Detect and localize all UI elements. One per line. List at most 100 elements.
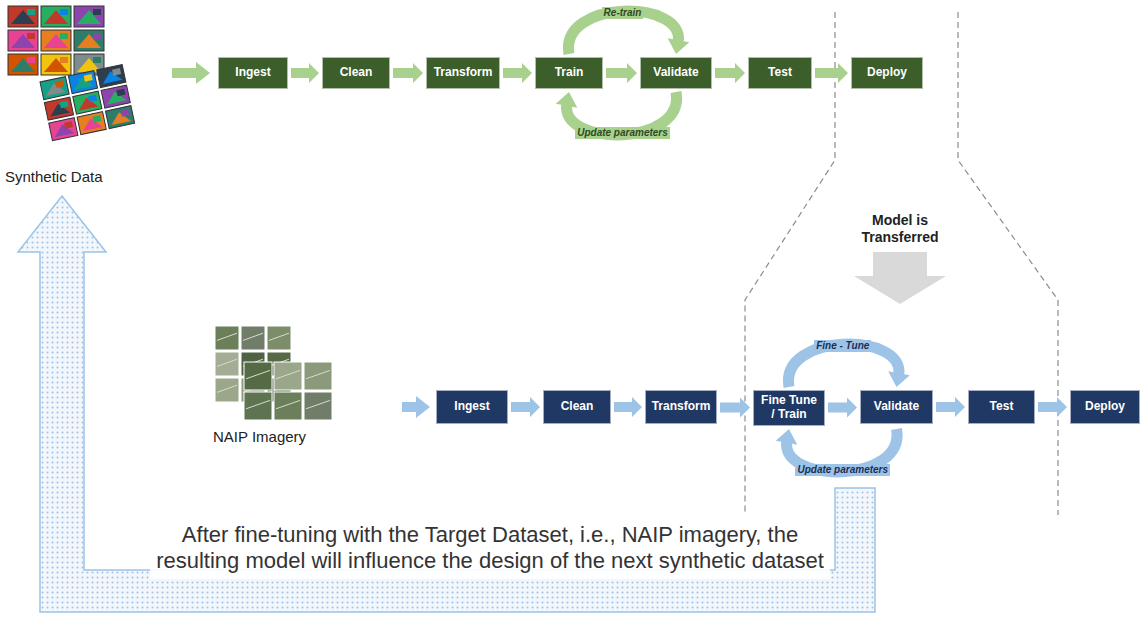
process-box: Clean bbox=[322, 57, 390, 89]
aerial-tile bbox=[215, 352, 239, 376]
aerial-tile bbox=[215, 378, 239, 402]
synthetic-tile bbox=[49, 118, 78, 141]
synthetic-tile bbox=[41, 54, 71, 75]
synthetic-tile bbox=[73, 91, 102, 114]
aerial-road bbox=[276, 400, 300, 408]
synthetic-shape bbox=[48, 102, 70, 117]
flow-arrow bbox=[393, 63, 423, 83]
synthetic-shape bbox=[84, 74, 93, 82]
synthetic-shape bbox=[27, 9, 35, 15]
arrow-head bbox=[668, 38, 690, 54]
aerial-road bbox=[276, 370, 300, 378]
naip-image-mosaic bbox=[215, 326, 332, 420]
aerial-tile bbox=[274, 362, 302, 390]
flow-arrow bbox=[828, 398, 857, 418]
aerial-tile bbox=[304, 392, 332, 420]
synthetic-shape bbox=[60, 9, 68, 15]
synthetic-tile-group bbox=[8, 6, 104, 75]
synthetic-tile bbox=[77, 112, 106, 135]
synthetic-tile bbox=[8, 54, 38, 75]
flow-arrow bbox=[715, 63, 745, 83]
edge-label: Fine - Tune bbox=[814, 340, 871, 352]
note-text: After fine-tuning with the Target Datase… bbox=[150, 518, 830, 579]
flow-arrow bbox=[720, 398, 750, 418]
synthetic-tile bbox=[44, 97, 73, 120]
synthetic-shape bbox=[55, 80, 64, 88]
synthetic-shape bbox=[93, 33, 101, 39]
aerial-road bbox=[246, 370, 270, 378]
aerial-tile bbox=[241, 326, 265, 350]
synthetic-image-mosaic bbox=[8, 6, 135, 141]
flow-arrow bbox=[614, 397, 642, 417]
synthetic-shape bbox=[44, 81, 66, 96]
process-box: Deploy bbox=[1070, 390, 1140, 424]
flow-arrow bbox=[936, 397, 965, 417]
synthetic-shape bbox=[100, 69, 122, 84]
box-label: Ingest bbox=[454, 400, 489, 414]
input-arrow bbox=[172, 62, 210, 84]
flow-arrow bbox=[815, 63, 848, 83]
synthetic-shape bbox=[64, 121, 73, 129]
arrow-head bbox=[556, 92, 578, 108]
flow-arrow bbox=[511, 397, 540, 417]
flow-arrow bbox=[815, 63, 848, 83]
synthetic-shape bbox=[52, 122, 74, 137]
synthetic-shape bbox=[44, 34, 68, 48]
aerial-road bbox=[306, 370, 330, 378]
synthetic-tile bbox=[74, 6, 104, 27]
box-label: Clean bbox=[561, 400, 594, 414]
box-label: Deploy bbox=[867, 66, 907, 80]
box-label: Transform bbox=[434, 66, 493, 80]
synthetic-shape bbox=[76, 96, 98, 111]
synthetic-tile bbox=[41, 6, 71, 27]
aerial-road bbox=[306, 400, 330, 408]
flow-arrow bbox=[720, 398, 750, 418]
box-label: Transform bbox=[652, 400, 711, 414]
arrow-head bbox=[888, 371, 910, 387]
process-box: Transform bbox=[645, 390, 717, 424]
aerial-road bbox=[243, 333, 263, 340]
edge-label: Update parameters bbox=[575, 127, 670, 139]
process-box: Deploy bbox=[851, 57, 923, 89]
aerial-tile bbox=[215, 326, 239, 350]
box-label: Ingest bbox=[235, 66, 270, 80]
synthetic-shape bbox=[116, 89, 125, 97]
synthetic-shape bbox=[93, 9, 101, 15]
annotation-label: Synthetic Data bbox=[5, 168, 135, 186]
flow-arrow bbox=[614, 397, 642, 417]
box-label: Fine Tune / Train bbox=[759, 394, 819, 422]
process-box: Test bbox=[748, 57, 812, 89]
synthetic-tile-group bbox=[40, 65, 135, 141]
transfer-bracket bbox=[745, 12, 835, 515]
process-box: Validate bbox=[640, 57, 712, 89]
edge-label: Update parameters bbox=[795, 464, 890, 476]
aerial-tile bbox=[304, 362, 332, 390]
transfer-arrow bbox=[854, 252, 946, 304]
aerial-road bbox=[217, 359, 237, 366]
synthetic-tile bbox=[101, 85, 130, 108]
box-label: Test bbox=[990, 400, 1014, 414]
synthetic-shape bbox=[11, 10, 35, 24]
flow-arrow bbox=[715, 63, 745, 83]
process-box: Train bbox=[535, 57, 603, 89]
process-box: Clean bbox=[543, 390, 611, 424]
flow-arrow bbox=[291, 63, 319, 83]
synthetic-shape bbox=[112, 68, 121, 76]
box-label: Deploy bbox=[1085, 400, 1125, 414]
flow-arrow bbox=[936, 397, 965, 417]
flow-arrow bbox=[503, 63, 532, 83]
process-box: Validate bbox=[860, 390, 933, 424]
synthetic-shape bbox=[27, 33, 35, 39]
flow-arrow bbox=[828, 398, 857, 418]
process-box: Fine Tune / Train bbox=[753, 390, 825, 426]
edge-label: Re-train bbox=[602, 7, 644, 19]
synthetic-tile bbox=[105, 106, 134, 129]
aerial-tile bbox=[244, 362, 272, 390]
synthetic-shape bbox=[11, 34, 35, 48]
synthetic-shape bbox=[44, 58, 68, 72]
aerial-road bbox=[217, 333, 237, 340]
aerial-tile bbox=[274, 392, 302, 420]
synthetic-shape bbox=[88, 95, 97, 103]
flow-arrow bbox=[1038, 397, 1067, 417]
synthetic-shape bbox=[121, 109, 130, 117]
